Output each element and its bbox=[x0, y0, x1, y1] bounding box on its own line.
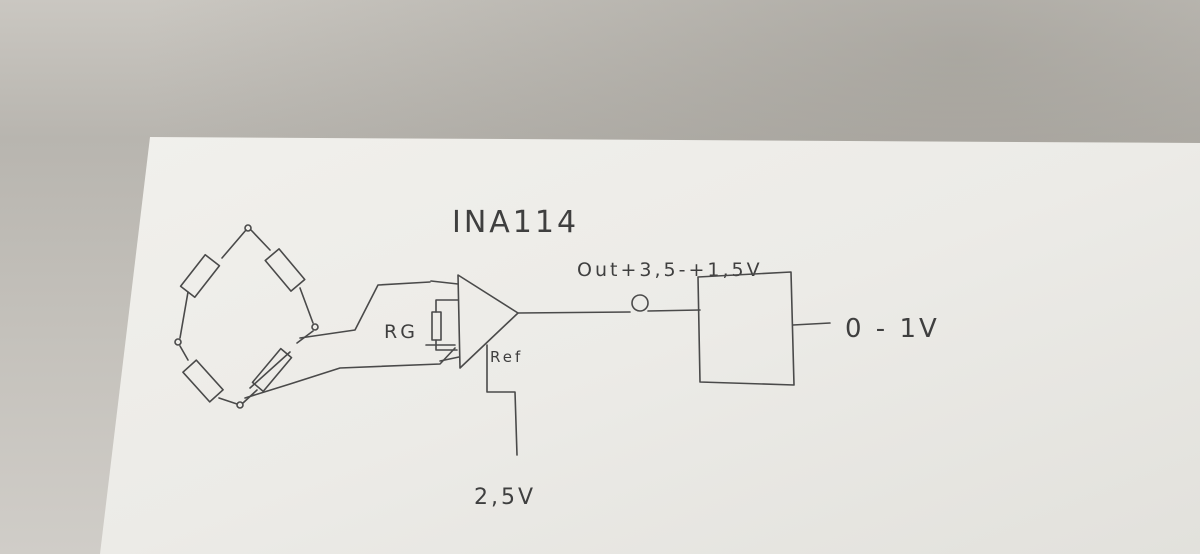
ina-amplifier: INA114 bbox=[430, 205, 579, 369]
final-output-label: 0 - 1V bbox=[845, 314, 940, 344]
bridge-left-node bbox=[174, 338, 182, 346]
bridge-resistor-bottom-left bbox=[182, 359, 224, 403]
bridge-right-node bbox=[311, 323, 319, 331]
output-range-label: Out+3,5-+1,5V bbox=[577, 259, 763, 281]
chip-label: INA114 bbox=[452, 205, 579, 240]
bridge-resistor-top-right bbox=[264, 248, 306, 292]
paper-surface bbox=[100, 137, 1200, 554]
converter-block: 0 - 1V bbox=[697, 271, 940, 386]
reference-voltage-label: 2,5V bbox=[474, 485, 536, 510]
bridge-top-node bbox=[244, 224, 252, 232]
bridge-to-amp-wires bbox=[244, 281, 456, 399]
converter-box bbox=[697, 271, 795, 386]
gain-resistor-label: RG bbox=[384, 321, 418, 343]
reference-pin-label: Ref bbox=[490, 348, 523, 366]
amplifier-triangle bbox=[457, 274, 519, 369]
output-node bbox=[631, 294, 649, 312]
reference-pin: Ref 2,5V bbox=[474, 344, 536, 510]
resistor-bridge bbox=[174, 224, 319, 409]
bridge-bottom-node bbox=[236, 401, 244, 409]
gain-resistor: RG bbox=[384, 299, 459, 351]
bridge-resistor-bottom-right bbox=[251, 347, 293, 393]
